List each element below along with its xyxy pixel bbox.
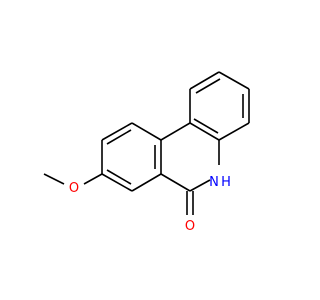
bonds-group — [43, 71, 250, 215]
bond-c12-c7 — [189, 122, 220, 141]
carbonyl-oxygen-label: O — [185, 219, 195, 234]
bond-c1-c2-inner — [106, 129, 132, 145]
bond-c5-c6-inner — [106, 169, 132, 185]
nitrogen-hydrogen-label: H — [221, 175, 231, 190]
methoxy-oxygen-label: O — [69, 181, 79, 196]
bond-c8-c9-inner — [195, 78, 221, 94]
bond-c11-c12 — [218, 122, 250, 141]
bond-c2-c3 — [131, 122, 162, 141]
molecule-structure: O O N H — [43, 71, 250, 234]
bond-carbonyl-n — [189, 179, 211, 192]
bond-c4-c5 — [131, 173, 162, 192]
bond-c12-c7-inner — [193, 118, 219, 134]
bond-c1-c2 — [101, 122, 133, 141]
bond-c3-c7 — [160, 122, 191, 141]
bond-c4-carbonyl — [160, 173, 191, 192]
bond-c9-c10 — [218, 71, 250, 90]
nitrogen-label: N — [209, 175, 219, 190]
bond-c5-c6 — [101, 173, 133, 192]
bond-c6-o — [83, 173, 103, 185]
bond-c8-c9 — [189, 71, 220, 90]
molecule-canvas: O O N H — [43, 71, 250, 234]
bond-o-methyl — [43, 173, 65, 185]
